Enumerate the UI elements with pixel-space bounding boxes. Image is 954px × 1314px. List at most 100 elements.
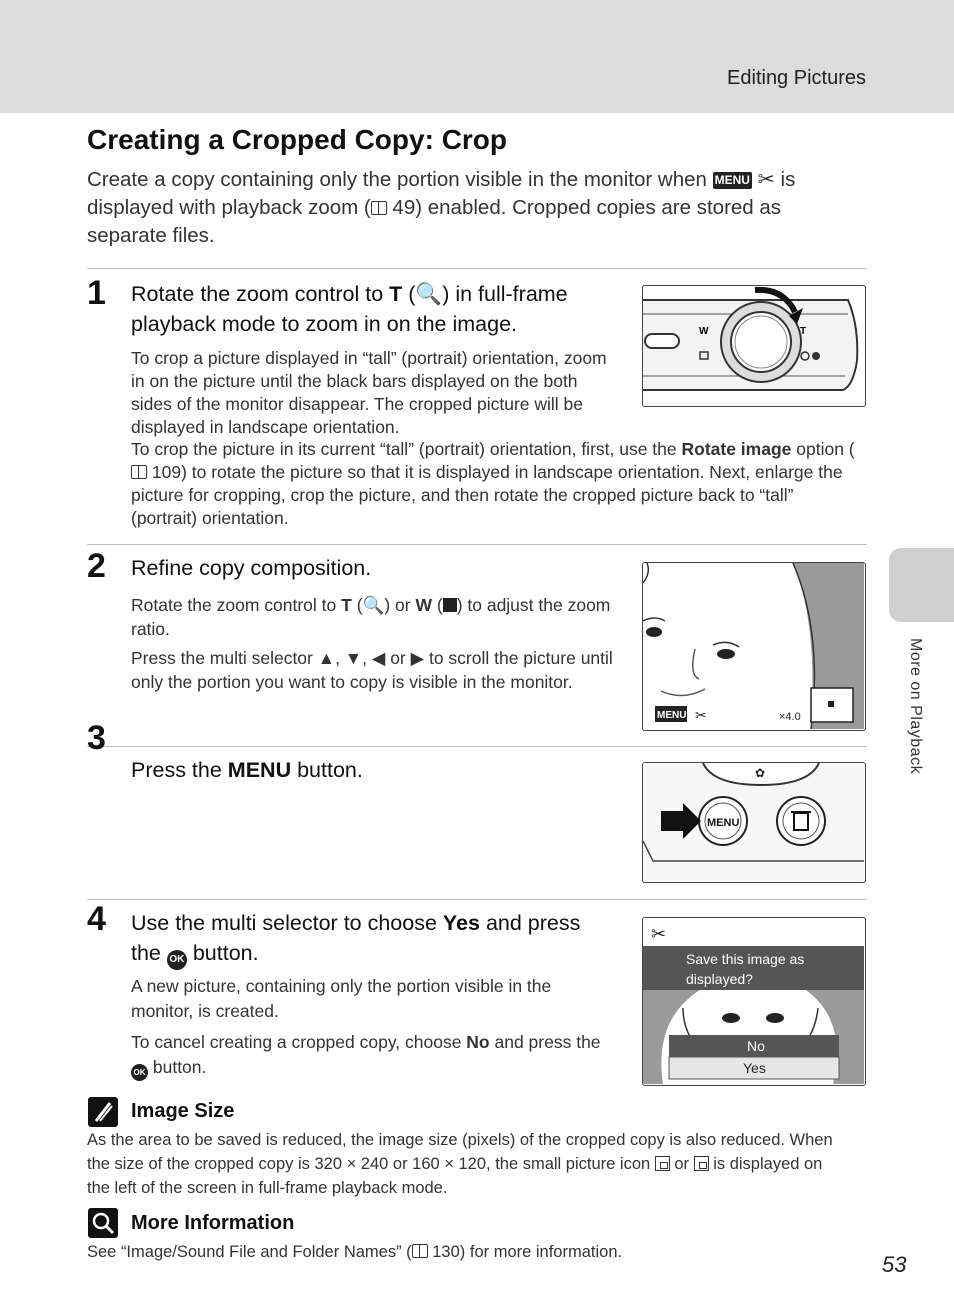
image-size-text-b: is displayed on the left of the screen i… [87, 1155, 823, 1197]
separator: , [335, 648, 345, 668]
menu-icon: MENU [227, 758, 292, 782]
chapter-label: More on Playback [907, 638, 924, 775]
chapter-tab [889, 548, 954, 622]
step4-body2-a: To cancel creating a cropped copy, choos… [131, 1032, 467, 1052]
step1-title-paren: ( [402, 282, 416, 306]
small-picture-icon [693, 1156, 709, 1171]
step1-body2-b: option ( [791, 439, 855, 459]
section-title: Editing Pictures [727, 67, 866, 89]
divider [87, 899, 867, 900]
save-dialog-illustration: ✂ Save this image as displayed? No Yes [642, 917, 866, 1086]
tele-figure-label: T [800, 326, 806, 337]
step-body: To cancel creating a cropped copy, choos… [131, 1030, 611, 1081]
zoom-control-illustration: W T [642, 285, 866, 407]
divider [87, 268, 867, 269]
svg-text:✂: ✂ [695, 707, 707, 723]
svg-text:✿: ✿ [755, 766, 765, 780]
dialog-option-no: No [747, 1038, 765, 1054]
step4-title-a: Use the multi selector to choose [131, 911, 443, 935]
step-body: A new picture, containing only the porti… [131, 976, 552, 1021]
step2-body2-b: to scroll the picture until only the por… [131, 648, 613, 692]
step-number: 4 [87, 900, 106, 938]
step2-body2-a: Press the multi selector [131, 648, 318, 668]
camera-back-drawing: ✿ MENU [643, 763, 864, 881]
divider [87, 544, 867, 545]
monitor-dialog-drawing: ✂ Save this image as displayed? No Yes [643, 918, 864, 1084]
svg-text:✂: ✂ [651, 924, 666, 944]
book-icon [131, 465, 147, 479]
tele-label: T [341, 595, 352, 615]
step-title: Refine copy composition. [131, 556, 372, 580]
step4-title-c: button. [186, 941, 259, 965]
step1-body2-c: ) to rotate the picture so that it is di… [131, 462, 843, 528]
step-number: 3 [87, 719, 106, 757]
step1-title-rest: ) in full-frame playback mode to zoom in… [131, 282, 568, 336]
more-info-icon [88, 1208, 118, 1238]
more-info-ref: 130 [432, 1243, 460, 1261]
left-arrow-icon: ◀ [371, 648, 386, 668]
intro-text-3: ) enabled. Cropped copies are stored as … [87, 196, 782, 247]
wide-label: W [699, 326, 709, 337]
menu-button-illustration: ✿ MENU [642, 762, 866, 883]
step2-body1-e: ) to adjust the zoom ratio. [131, 595, 611, 639]
image-size-text-a: As the area to be saved is reduced, the … [87, 1131, 833, 1173]
zoom-in-icon: 🔍 [415, 282, 443, 306]
dialog-option-yes: Yes [743, 1060, 766, 1076]
note-body: As the area to be saved is reduced, the … [87, 1128, 837, 1200]
step2-body1-d: ( [431, 595, 443, 615]
step-title: Press the MENU button. [131, 755, 363, 785]
page-header: Editing Pictures [0, 0, 954, 113]
step-title: Rotate the zoom control to T (🔍) in full… [131, 279, 621, 339]
more-info-text-b: ) for more information. [459, 1243, 623, 1261]
zoom-in-icon: 🔍 [362, 595, 385, 615]
divider [87, 746, 867, 747]
yes-option-label: Yes [442, 911, 480, 935]
zoom-ratio: ×4.0 [779, 711, 801, 723]
intro-text-2: is displayed with playback zoom ( [87, 168, 796, 219]
step2-body1-c: ) or [384, 595, 416, 615]
step-number: 1 [87, 274, 106, 312]
zoomed-photo-illustration: MENU ✂ ×4.0 [642, 562, 866, 731]
book-icon [411, 1244, 428, 1258]
step3-title-b: button. [291, 758, 363, 782]
monitor-photo-drawing: MENU ✂ ×4.0 [643, 563, 864, 730]
step1-ref: 109 [151, 462, 182, 482]
small-picture-icon [654, 1156, 670, 1171]
note-title: More Information [131, 1212, 295, 1234]
intro-ref: 49 [392, 196, 416, 219]
step3-title-a: Press the [131, 758, 228, 782]
step4-title-b: and press the [131, 911, 581, 965]
step-title: Use the multi selector to choose Yes and… [131, 908, 611, 970]
image-size-or: or [669, 1155, 694, 1173]
menu-icon: MENU [712, 172, 752, 189]
intro-text-1: Create a copy containing only the portio… [87, 168, 713, 191]
wide-label: W [415, 595, 432, 615]
page-number: 53 [882, 1252, 907, 1277]
thumbnail-icon [442, 598, 457, 612]
ok-button-icon: OK [166, 950, 187, 970]
step-body: To crop the picture in its current “tall… [131, 438, 861, 530]
dialog-line-2: displayed? [686, 971, 753, 987]
separator: or [385, 648, 411, 668]
svg-text:MENU: MENU [657, 710, 686, 721]
step1-title-text: Rotate the zoom control to [131, 282, 390, 306]
more-info-text-a: See “Image/Sound File and Folder Names” … [87, 1243, 412, 1261]
ok-button-icon: OK [131, 1064, 148, 1081]
dialog-line-1: Save this image as [686, 951, 804, 967]
note-title: Image Size [131, 1100, 235, 1122]
page-title: Creating a Cropped Copy: Crop [87, 124, 508, 155]
step4-body2-c: button. [148, 1057, 207, 1077]
book-icon [370, 201, 387, 215]
separator: , [362, 648, 372, 668]
intro-paragraph: Create a copy containing only the portio… [87, 166, 857, 250]
step2-body1-b: ( [351, 595, 363, 615]
step-body: Rotate the zoom control to T (🔍) or W ()… [131, 593, 621, 641]
right-arrow-icon: ▶ [410, 648, 425, 668]
step-number: 2 [87, 547, 106, 585]
step-body: To crop a picture displayed in “tall” (p… [131, 348, 607, 437]
rotate-image-option: Rotate image [681, 439, 792, 459]
camera-top-drawing: W T [643, 286, 859, 391]
up-arrow-icon: ▲ [317, 648, 336, 668]
step-body: Press the multi selector ▲, ▼, ◀ or ▶ to… [131, 646, 621, 694]
tele-label: T [389, 282, 403, 306]
